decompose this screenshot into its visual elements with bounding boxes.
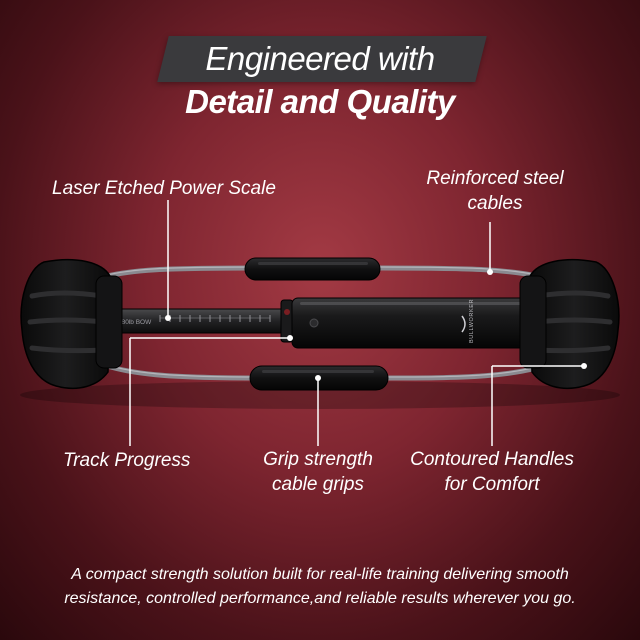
upper-cable-grip [244, 257, 381, 281]
callout-lines [129, 200, 584, 446]
callout-track-progress: Track Progress [63, 450, 191, 471]
tube-rivet [309, 318, 319, 328]
progress-marker [284, 309, 290, 315]
outer-tube: BULLWORKER [291, 297, 541, 349]
callout-handles-line2: for Comfort [444, 474, 540, 495]
callout-laser-scale: Laser Etched Power Scale [52, 178, 276, 199]
product-tagline: A compact strength solution built for re… [0, 563, 640, 611]
scale-marking: 180lb BOW [118, 319, 152, 326]
callout-cables-line1: Reinforced steel [426, 168, 564, 189]
callout-handles-line1: Contoured Handles [410, 449, 574, 470]
tagline-line2: resistance, controlled performance,and r… [64, 590, 576, 607]
tagline-line1: A compact strength solution built for re… [71, 566, 569, 583]
power-scale-ticks [159, 315, 271, 322]
callout-contoured-handles: Contoured Handles for Comfort [392, 447, 592, 497]
right-contoured-handle [519, 258, 620, 390]
callout-grip-line1: Grip strength [263, 449, 373, 470]
left-contoured-handle [20, 258, 123, 390]
brand-name: BULLWORKER [469, 299, 475, 343]
callout-cables-line2: cables [467, 193, 523, 214]
headline-line2: Detail and Quality [185, 83, 455, 120]
callout-steel-cables: Reinforced steel cables [400, 166, 590, 216]
headline-line1: Engineered with [205, 40, 435, 77]
brand-logo-mark [461, 315, 466, 333]
inner-rod: 180lb BOW [97, 308, 299, 334]
device-shadow [20, 381, 620, 409]
callout-grip-line2: cable grips [272, 474, 364, 495]
callout-cable-grips: Grip strength cable grips [238, 447, 398, 497]
